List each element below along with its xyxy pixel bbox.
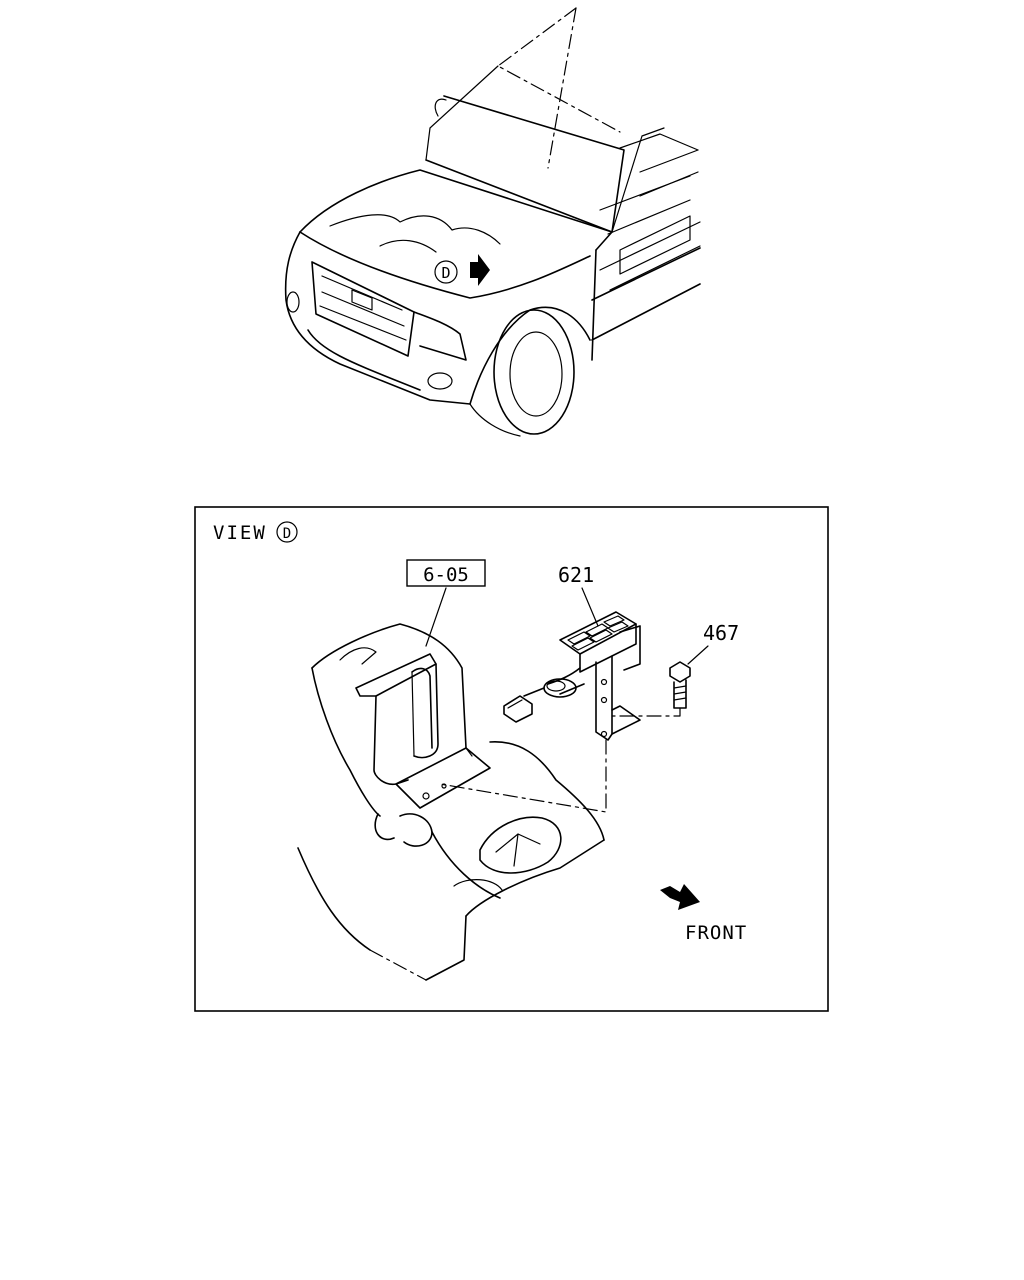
view-letter: D bbox=[283, 526, 291, 542]
vehicle-overview: D bbox=[284, 7, 701, 437]
part-number-467: 467 bbox=[703, 621, 739, 645]
view-panel-frame bbox=[194, 506, 829, 1012]
reference-box: 6-05 bbox=[406, 559, 486, 647]
view-word: VIEW bbox=[213, 522, 267, 544]
callout-letter: D bbox=[441, 264, 450, 282]
bracket-part-621 bbox=[503, 611, 641, 741]
vehicle-body-section bbox=[297, 623, 605, 981]
installation-leader-lines bbox=[439, 707, 681, 813]
view-direction-arrow-icon bbox=[470, 254, 490, 286]
reference-box-label: 6-05 bbox=[423, 564, 469, 586]
front-label: FRONT bbox=[685, 922, 747, 944]
bolt-part-467 bbox=[669, 661, 691, 709]
view-d-callout: D bbox=[434, 254, 490, 286]
view-d-title: VIEW D bbox=[213, 521, 298, 544]
front-direction-indicator: FRONT bbox=[660, 884, 747, 944]
part-number-621: 621 bbox=[558, 563, 594, 587]
front-arrow-icon bbox=[660, 884, 700, 910]
